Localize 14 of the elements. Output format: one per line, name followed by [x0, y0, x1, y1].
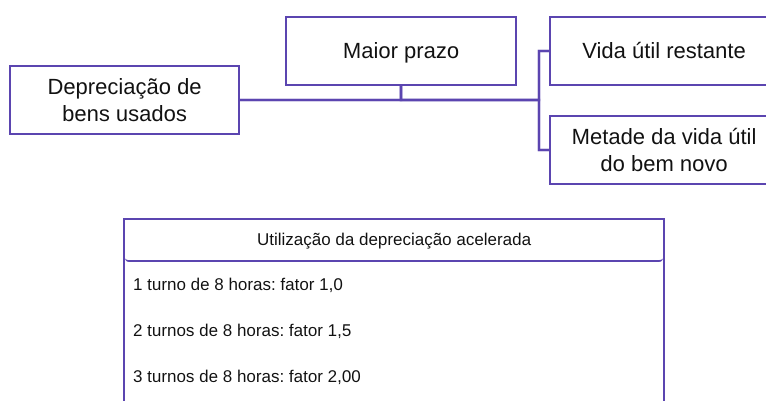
box-label: Metade da vida útil do bem novo	[572, 122, 756, 178]
table-panel	[123, 218, 665, 401]
box-label: Depreciação de bens usados	[46, 72, 203, 128]
table-row-text: 1 turno de 8 horas: fator 1,0	[132, 274, 344, 296]
process-box	[9, 65, 240, 135]
table-row-text: 3 turnos de 8 horas: fator 2,00	[132, 366, 362, 388]
box-label: Maior prazo	[342, 37, 460, 65]
table-header: Utilização da depreciação acelerada	[125, 220, 663, 262]
process-box	[285, 16, 517, 86]
table-row-text: 2 turnos de 8 horas: fator 1,5	[132, 320, 352, 342]
process-box	[549, 16, 766, 86]
connector-line	[400, 86, 549, 152]
box-label: Vida útil restante	[582, 37, 746, 65]
process-box	[549, 115, 766, 185]
